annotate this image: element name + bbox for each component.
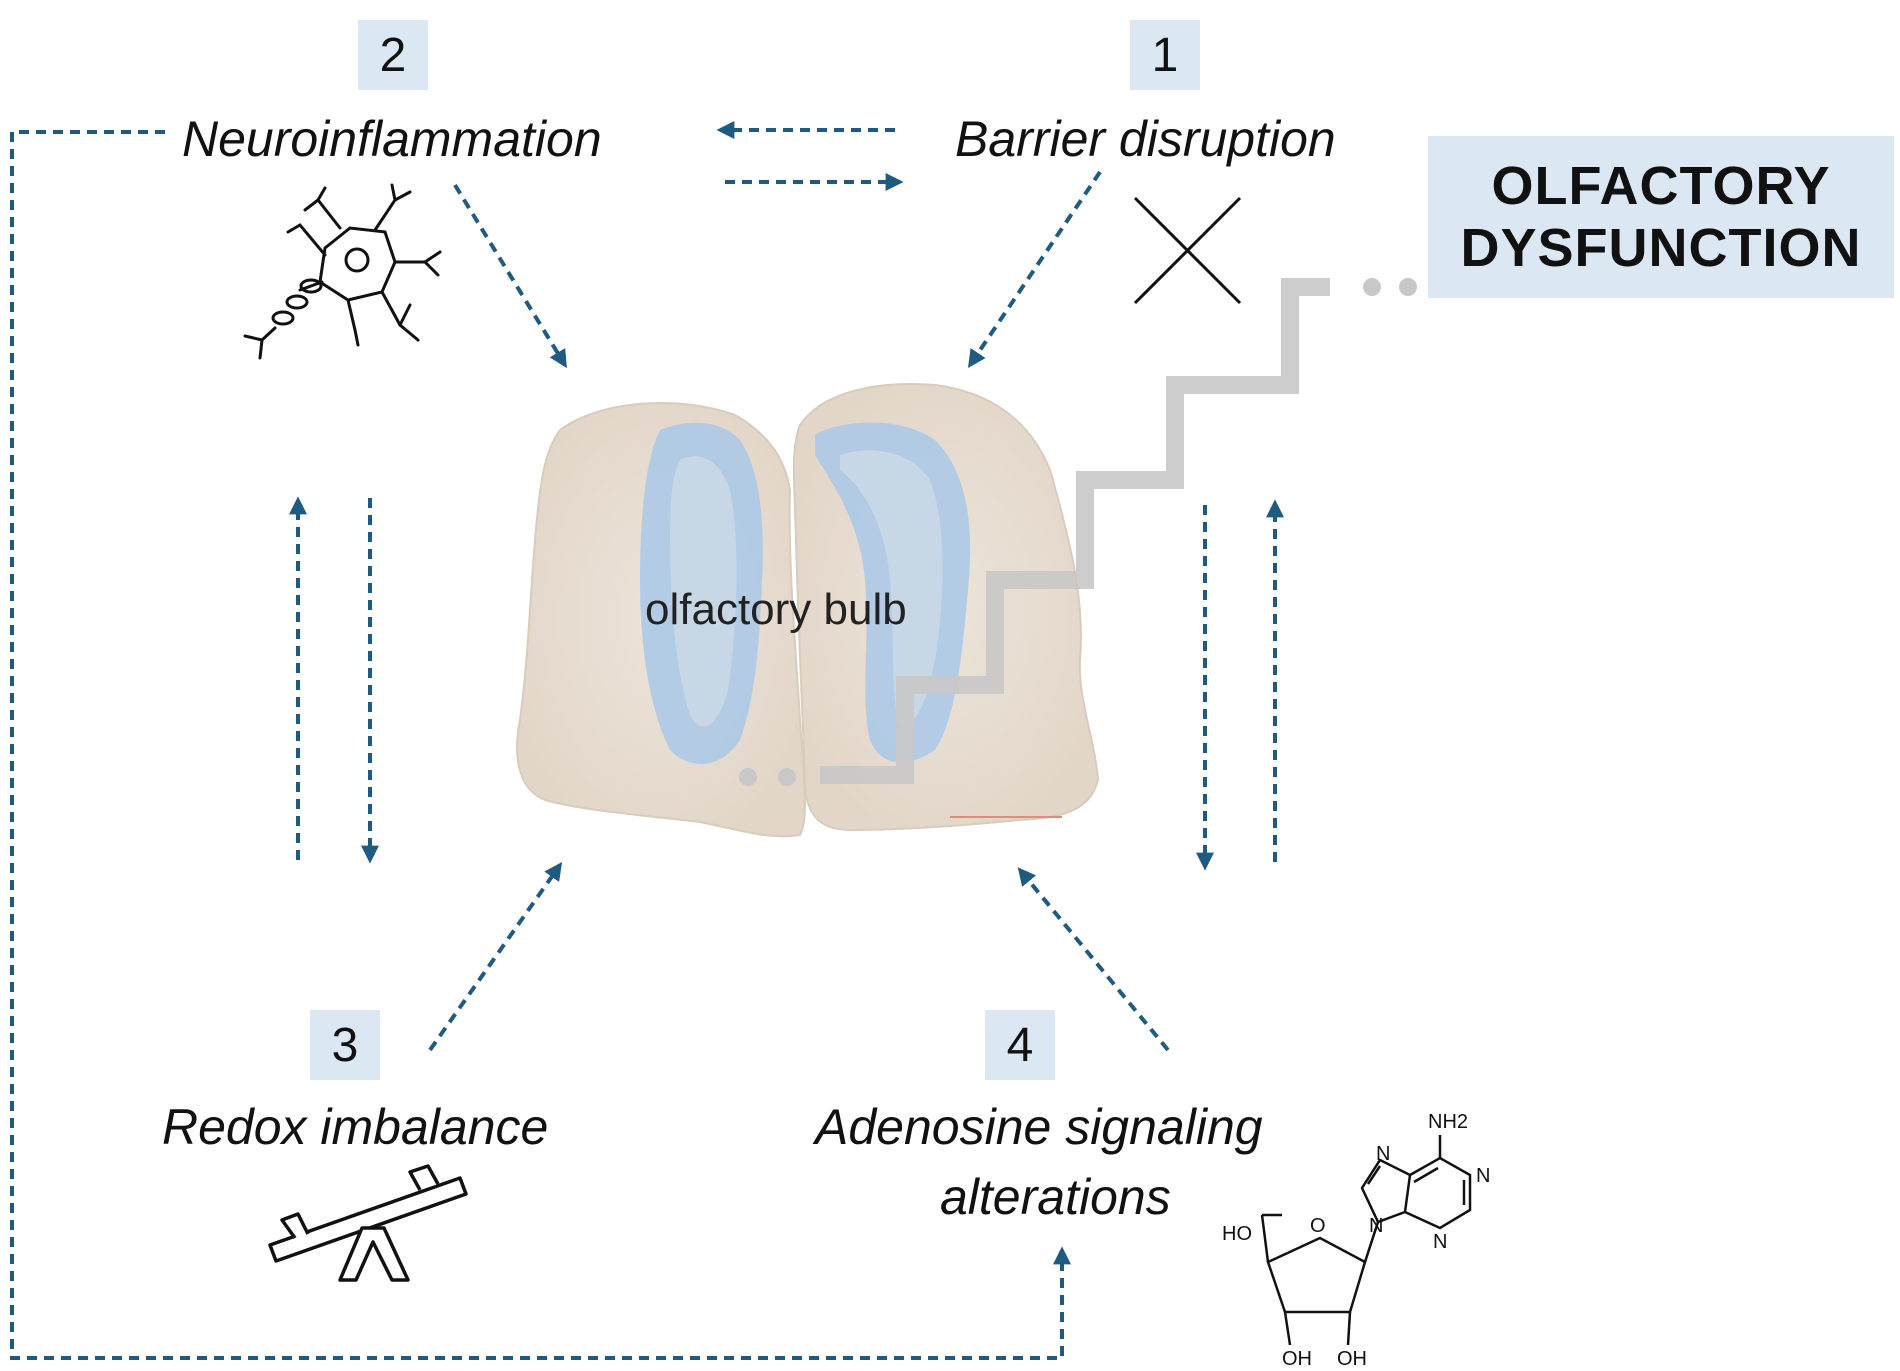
staircase-dot	[1363, 278, 1381, 296]
factor-label-redox-imbalance: Redox imbalance	[162, 1099, 549, 1155]
factor-number: 1	[1151, 28, 1179, 82]
olfactory-bulb-label: olfactory bulb	[645, 585, 907, 634]
neuron-icon	[243, 183, 442, 360]
factor-number: 2	[379, 28, 407, 82]
staircase-dot	[778, 768, 796, 786]
factor-label-adenosine-line2: alterations	[940, 1169, 1171, 1225]
staircase-dot	[1399, 278, 1417, 296]
arrow-4-to-bulb	[1017, 867, 1170, 1052]
atom-label: N	[1476, 1165, 1490, 1187]
factor-number-box-2: 2	[358, 20, 428, 90]
arrow-2-to-bulb	[453, 183, 567, 369]
staircase-dot	[739, 768, 757, 786]
cross-icon	[1133, 196, 1242, 305]
atom-label: OH	[1337, 1348, 1367, 1370]
arrows	[10, 121, 1284, 1360]
outcome-line-2: DYSFUNCTION	[1460, 218, 1862, 278]
atom-label: N	[1376, 1143, 1390, 1165]
atom-label: O	[1310, 1215, 1326, 1237]
olfactory-dysfunction-box: OLFACTORY DYSFUNCTION	[1428, 136, 1894, 298]
atom-label: HO	[1222, 1223, 1252, 1245]
factor-label-neuroinflammation: Neuroinflammation	[182, 111, 602, 167]
seesaw-icon	[268, 1164, 468, 1282]
arrow-1-to-bulb	[967, 170, 1102, 368]
factor-label-adenosine-line1: Adenosine signaling	[815, 1099, 1263, 1155]
left-lobe-stain-inner	[670, 456, 737, 727]
factor-label-barrier-disruption: Barrier disruption	[955, 111, 1336, 167]
factor-number: 4	[1006, 1018, 1034, 1072]
atom-label: OH	[1282, 1348, 1312, 1370]
atom-label: N	[1433, 1231, 1447, 1253]
factor-number-box-1: 1	[1130, 20, 1200, 90]
adenosine-structure-icon: NH2 N N N N HO O OH OH	[1222, 1111, 1490, 1370]
atom-label: NH2	[1428, 1111, 1468, 1133]
staircase-line	[820, 278, 1330, 784]
staircase-progression	[739, 278, 1417, 786]
factor-number-box-3: 3	[310, 1010, 380, 1080]
factor-number: 3	[331, 1018, 359, 1072]
atom-label: N	[1369, 1215, 1383, 1237]
right-lobe-stain-inner	[840, 450, 943, 726]
factor-number-box-4: 4	[985, 1010, 1055, 1080]
arrow-2-to-4-loop	[10, 130, 1071, 1360]
arrow-3-to-bulb	[428, 862, 563, 1052]
outcome-line-1: OLFACTORY	[1491, 156, 1831, 216]
